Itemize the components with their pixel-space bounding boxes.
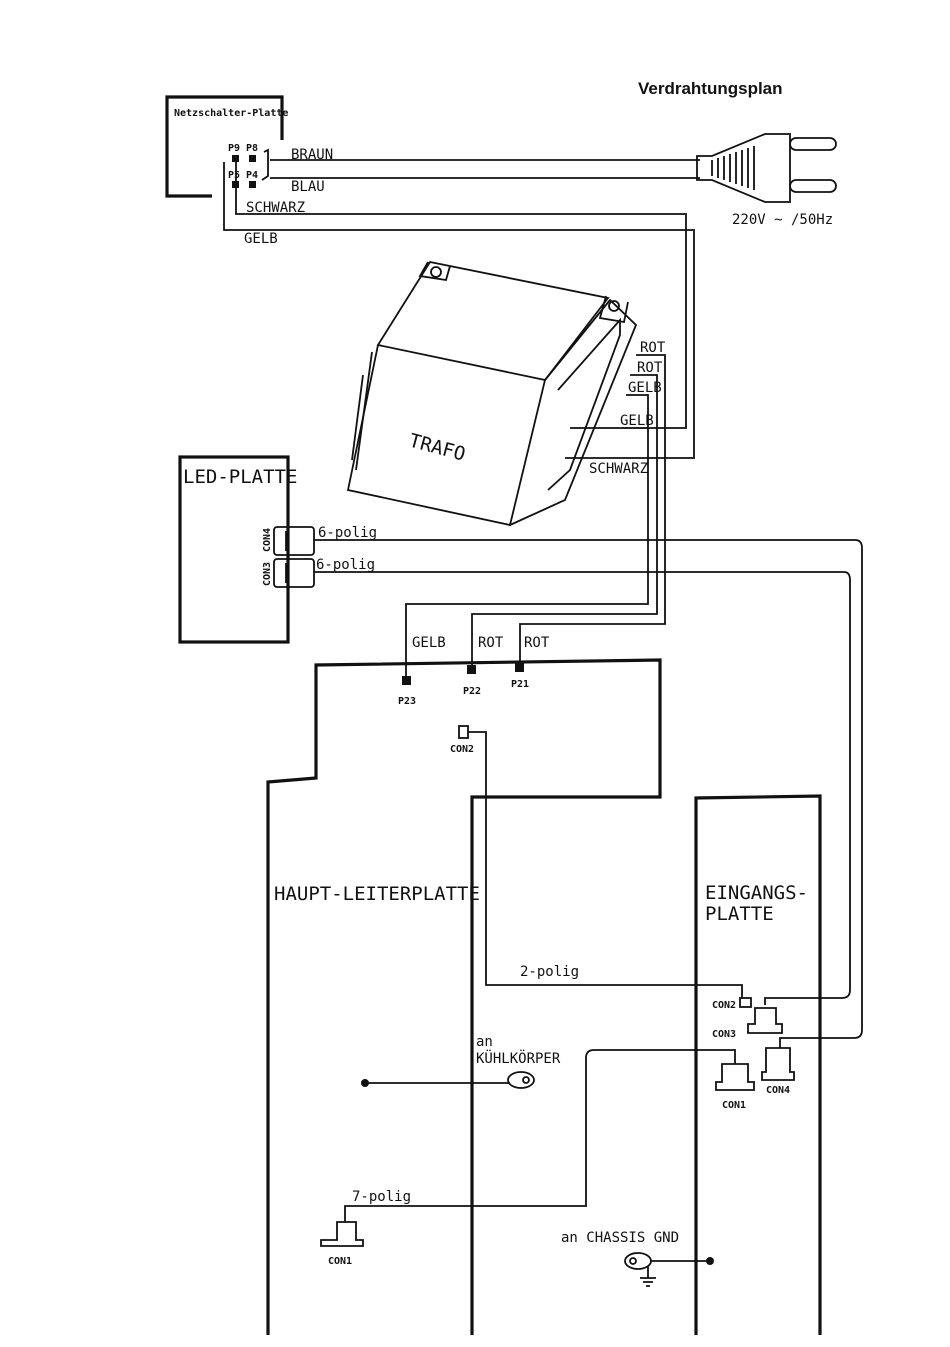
haupt-wire-rot1-label: ROT	[478, 635, 504, 651]
kuehl-lug-icon	[507, 1071, 535, 1089]
led-board-title: LED-PLATTE	[183, 466, 297, 488]
led-cable2-label: 6-polig	[316, 557, 375, 573]
trafo-schwarz-label: SCHWARZ	[589, 461, 648, 477]
trafo-gelb2-label: GELB	[620, 413, 654, 429]
trafo-rot2-label: ROT	[637, 360, 663, 376]
led-board: LED-PLATTE CON4 CON3 6-polig 6-polig	[178, 455, 377, 644]
eingang-con2-label: CON2	[712, 1000, 736, 1011]
eingang-con3-connector	[747, 1007, 783, 1034]
mains-voltage-label: 220V ~ /50Hz	[732, 212, 833, 228]
cable-2pol-label: 2-polig	[520, 964, 579, 980]
pad-p21	[515, 663, 524, 672]
eingang-con3-label: CON3	[712, 1029, 736, 1040]
wire-braun-label: BRAUN	[291, 147, 333, 163]
kuehl-label-an: an	[476, 1034, 493, 1050]
eingang-con1-connector	[715, 1063, 755, 1091]
pad-p9	[232, 155, 239, 162]
eingang-con4-connector	[761, 1047, 795, 1081]
label-p22: P22	[463, 686, 481, 697]
label-p8: P8	[246, 143, 258, 154]
pad-p22	[467, 665, 476, 674]
trafo-transformer: TRAFO	[346, 260, 638, 527]
kuehl-label: KÜHLKÖRPER	[476, 1049, 561, 1067]
chassis-gnd-label: an CHASSIS GND	[561, 1230, 679, 1246]
haupt-con2-label: CON2	[450, 744, 474, 755]
haupt-board: HAUPT-LEITERPLATTE GELB ROT ROT P23 P22 …	[266, 635, 743, 1335]
trafo-rot1-label: ROT	[640, 340, 666, 356]
pad-p8	[249, 155, 256, 162]
pad-p4	[249, 181, 256, 188]
eingangs-board: EINGANGS- PLATTE CON2 CON3 CON1 CON4	[694, 794, 822, 1335]
netzschalter-title: Netzschalter-Platte	[174, 108, 288, 119]
led-con4-label: CON4	[262, 528, 273, 552]
label-p5: P5	[228, 170, 240, 181]
haupt-board-title: HAUPT-LEITERPLATTE	[274, 883, 480, 905]
trafo-secondary-wires: ROT ROT GELB GELB SCHWARZ	[405, 340, 666, 680]
eingangs-title-2: PLATTE	[705, 903, 774, 925]
eingang-con4-label: CON4	[766, 1085, 790, 1096]
haupt-con1-connector	[320, 1221, 364, 1247]
label-p23: P23	[398, 696, 416, 707]
wire-blau-label: BLAU	[291, 179, 325, 195]
label-p9: P9	[228, 143, 240, 154]
diagram-title: Verdrahtungsplan	[638, 79, 783, 98]
led-cables	[314, 539, 863, 1048]
cable-7pol-label: 7-polig	[352, 1189, 411, 1205]
netzschalter-board: Netzschalter-Platte P9 P8 P5 P4	[165, 95, 288, 198]
eingang-con1-label: CON1	[722, 1100, 746, 1111]
trafo-label: TRAFO	[407, 430, 468, 466]
mains-plug-icon: 220V ~ /50Hz	[696, 133, 837, 228]
eingangs-title-1: EINGANGS-	[705, 882, 808, 904]
led-cable1-label: 6-polig	[318, 525, 377, 541]
ground-icon	[640, 1266, 656, 1287]
label-p21: P21	[511, 679, 529, 690]
chassis-gnd: an CHASSIS GND	[561, 1230, 714, 1287]
wire-gelb-label: GELB	[244, 231, 278, 247]
haupt-con2-connector	[458, 725, 469, 739]
haupt-con1-label: CON1	[328, 1256, 352, 1267]
haupt-wire-rot2-label: ROT	[524, 635, 550, 651]
trafo-gelb1-label: GELB	[628, 380, 662, 396]
wire-schwarz-label: SCHWARZ	[246, 200, 305, 216]
haupt-wire-gelb-label: GELB	[412, 635, 446, 651]
led-con3-label: CON3	[262, 562, 273, 586]
pad-p23	[402, 676, 411, 685]
label-p4: P4	[246, 170, 258, 181]
led-con3-connector	[273, 558, 315, 588]
eingang-con2-connector	[739, 997, 752, 1008]
led-con4-connector	[273, 526, 315, 556]
